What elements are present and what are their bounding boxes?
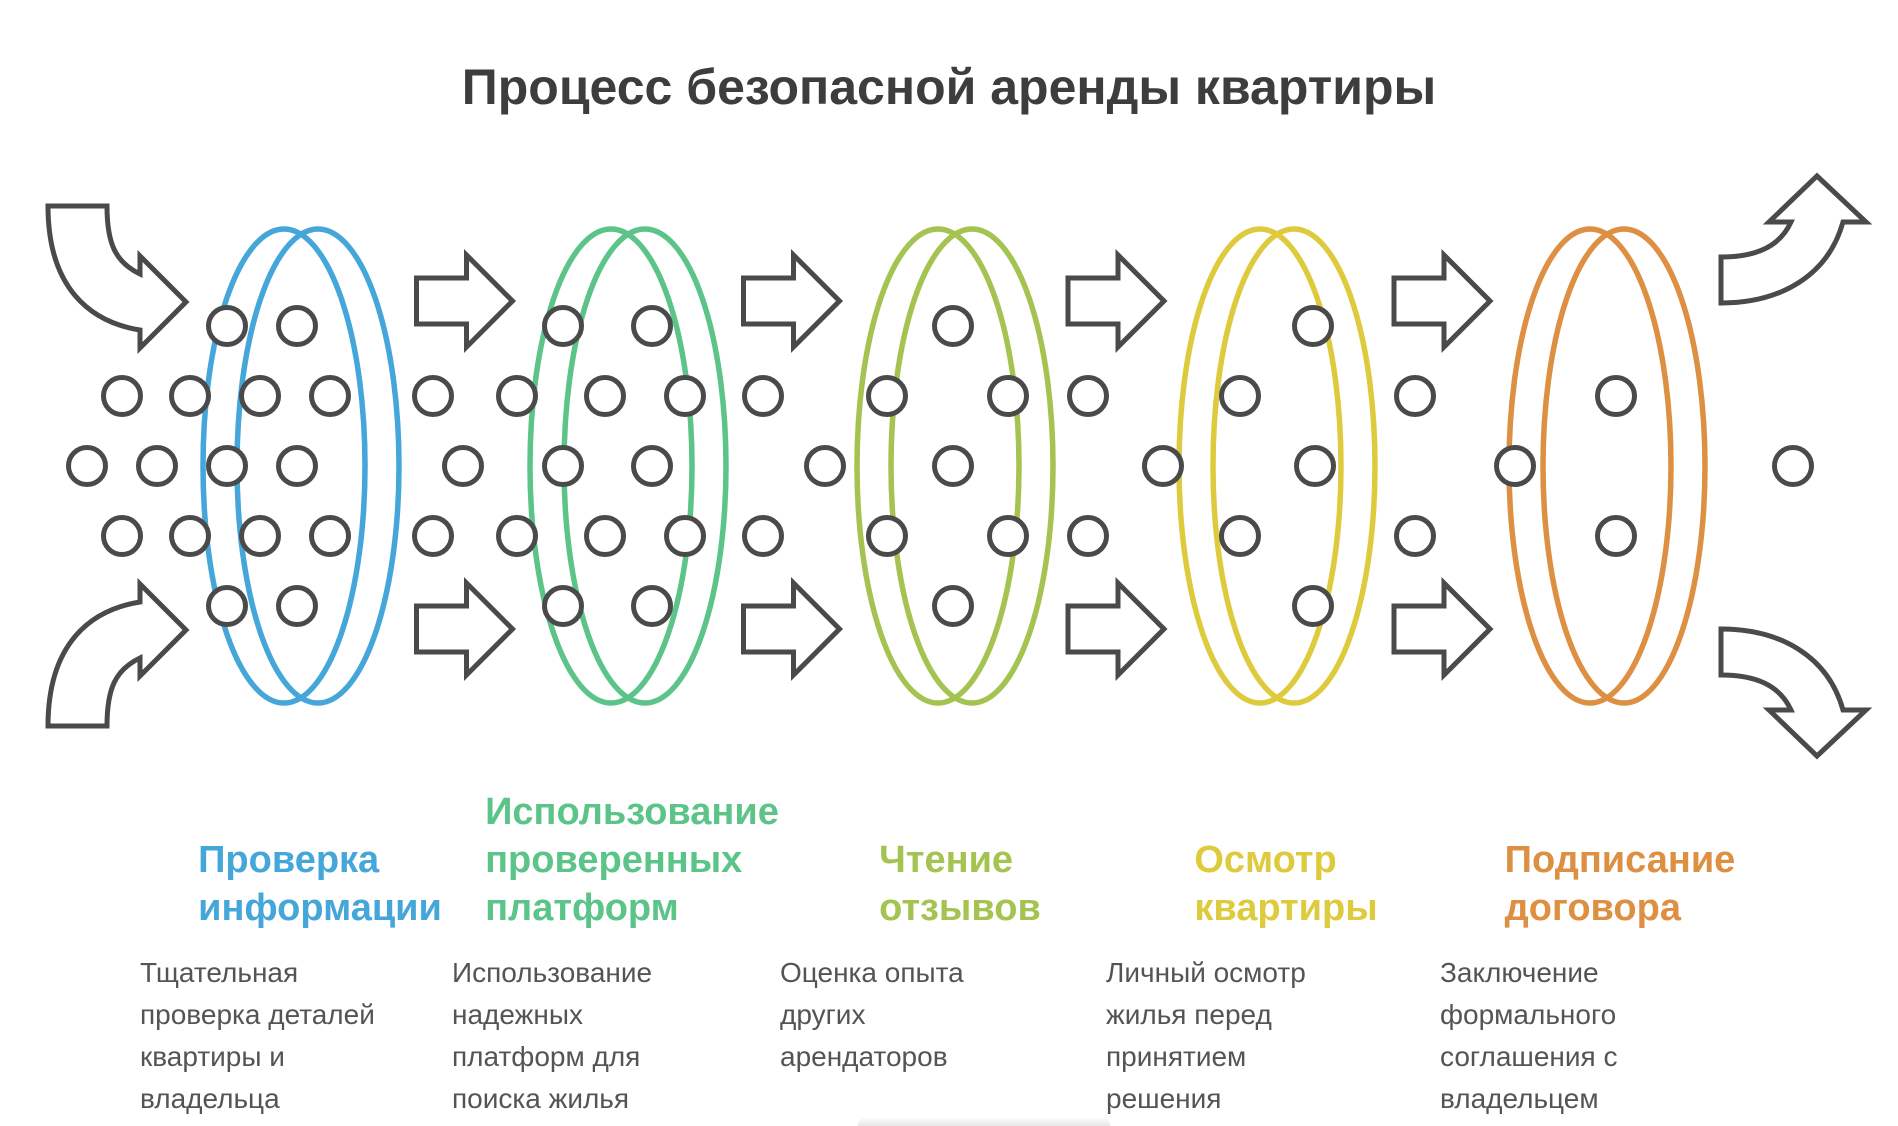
exit-arrow-bottom-icon	[1718, 626, 1873, 760]
flow-dot	[1142, 445, 1184, 487]
exit-arrow-top-icon	[1718, 172, 1873, 306]
flow-dot	[1294, 445, 1336, 487]
flow-dot	[1292, 585, 1334, 627]
flow-dot	[239, 515, 281, 557]
block-arrow-top-1-icon	[414, 248, 517, 354]
flow-dot	[169, 375, 211, 417]
flow-dot	[584, 515, 626, 557]
flow-dot	[987, 375, 1029, 417]
stage-heading-3: Чтение отзывов	[879, 839, 1041, 929]
stage-lens-4-osmotr-kvartiry	[1176, 226, 1378, 706]
exit-arrows	[1718, 172, 1873, 760]
flow-dot	[1067, 515, 1109, 557]
flow-dot	[804, 445, 846, 487]
block-arrow-top-4-icon	[1391, 248, 1494, 354]
lens-ellipse	[1210, 226, 1378, 706]
stage-heading-5: Подписание договора	[1504, 839, 1736, 929]
flow-dot	[1595, 375, 1637, 417]
flow-dot	[101, 375, 143, 417]
stage-heading-2: Использование проверенных платформ	[485, 791, 779, 929]
flow-dot	[932, 305, 974, 347]
dot-field	[66, 305, 1814, 627]
flow-dot	[412, 515, 454, 557]
block-arrow-bottom-1-icon	[414, 576, 517, 682]
flow-dot	[866, 515, 908, 557]
flow-dot	[1394, 375, 1436, 417]
page-title: Процесс безопасной аренды квартиры	[461, 58, 1437, 115]
block-arrow-top-3-icon	[1065, 248, 1168, 354]
flow-dot	[496, 375, 538, 417]
flow-dot	[742, 375, 784, 417]
block-arrow-top-2-icon	[741, 248, 844, 354]
stage-description-4: Личный осмотр жилья перед принятием реше…	[1106, 957, 1306, 1114]
flow-dot	[631, 585, 673, 627]
flow-dot	[169, 515, 211, 557]
entry-arrow-bottom-icon	[45, 577, 190, 729]
flow-dot	[496, 515, 538, 557]
flow-dot	[276, 585, 318, 627]
flow-dot	[932, 445, 974, 487]
lens-ellipse	[1540, 226, 1708, 706]
flow-dot	[276, 445, 318, 487]
flow-dot	[66, 445, 108, 487]
flow-dot	[542, 585, 584, 627]
flow-dot	[542, 305, 584, 347]
stage-description-5: Заключение формального соглашения с влад…	[1440, 957, 1618, 1114]
flow-dot	[987, 515, 1029, 557]
stage-heading-1: Проверка информации	[198, 839, 442, 929]
flow-dot	[206, 445, 248, 487]
flow-dot	[309, 515, 351, 557]
stage-heading-4: Осмотр квартиры	[1194, 839, 1378, 929]
stage-heading-box-3: Чтение отзывов	[780, 770, 1140, 932]
flow-dot	[631, 305, 673, 347]
flow-dot	[1772, 445, 1814, 487]
entry-arrow-top-icon	[45, 203, 190, 355]
flow-dot	[1219, 515, 1261, 557]
block-arrow-bottom-3-icon	[1065, 576, 1168, 682]
stage-description-2: Использование надежных платформ для поис…	[452, 957, 653, 1114]
flow-dot	[584, 375, 626, 417]
flow-dot	[631, 445, 673, 487]
lens-ellipse	[888, 226, 1056, 706]
cropped-bottom-element	[858, 1117, 1110, 1126]
stage-lens-3-chtenie-otzyvov	[854, 226, 1056, 706]
block-arrow-bottom-4-icon	[1391, 576, 1494, 682]
lens-ellipse	[200, 226, 368, 706]
stage-lens-5-podpisanie-dogovora	[1506, 226, 1708, 706]
flow-dot	[206, 305, 248, 347]
stage-heading-box-4: Осмотр квартиры	[1106, 770, 1466, 932]
entry-arrows	[45, 203, 190, 729]
flow-dot	[239, 375, 281, 417]
flow-dot	[101, 515, 143, 557]
flow-dot	[542, 445, 584, 487]
block-arrows	[414, 248, 1494, 682]
flow-dot	[664, 375, 706, 417]
flow-dot	[442, 445, 484, 487]
flow-dot	[866, 375, 908, 417]
flow-dot	[664, 515, 706, 557]
lens-ellipse	[527, 226, 695, 706]
stage-heading-box-2: Использование проверенных платформ	[452, 770, 812, 932]
flow-dot	[412, 375, 454, 417]
flow-dot	[932, 585, 974, 627]
lens-ellipse	[854, 226, 1022, 706]
flow-dot	[1595, 515, 1637, 557]
stage-heading-box-1: Проверка информации	[140, 770, 500, 932]
flow-dot	[1292, 305, 1334, 347]
flow-dot	[1394, 515, 1436, 557]
flow-dot	[276, 305, 318, 347]
flow-dot	[1494, 445, 1536, 487]
stage-description-1: Тщательная проверка деталей квартиры и в…	[140, 957, 375, 1114]
flow-dot	[309, 375, 351, 417]
flow-dot	[1219, 375, 1261, 417]
flow-dot	[206, 585, 248, 627]
flow-dot	[742, 515, 784, 557]
stage-description-3: Оценка опыта других арендаторов	[780, 957, 964, 1072]
stage-heading-box-5: Подписание договора	[1440, 770, 1800, 932]
block-arrow-bottom-2-icon	[741, 576, 844, 682]
flow-dot	[1067, 375, 1109, 417]
flow-dot	[136, 445, 178, 487]
